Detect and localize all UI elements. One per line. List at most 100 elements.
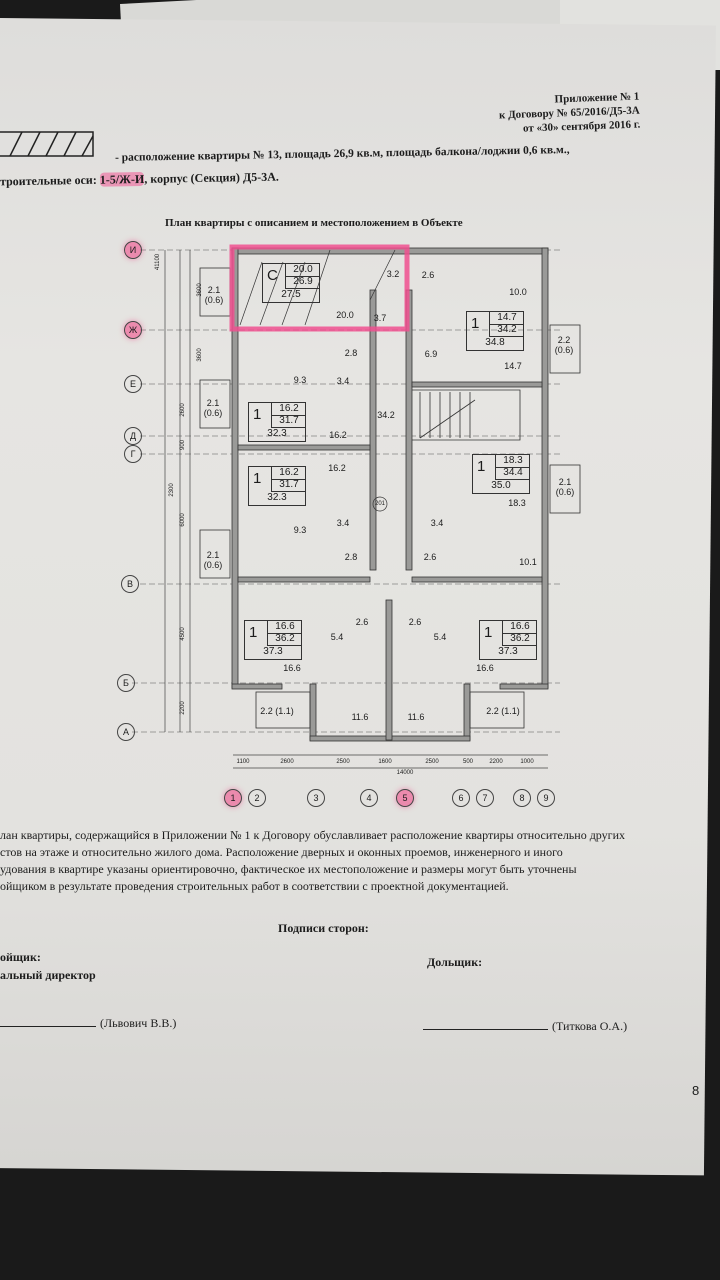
room-area: 5.4 [330, 632, 344, 642]
shareholder-name: (Титкова О.А.) [552, 1019, 628, 1033]
shareholder-signature: (Титкова О.А.) [423, 1019, 627, 1034]
vertical-dimension: 2300 [169, 483, 175, 497]
room-area: 20.0 [336, 310, 354, 320]
vertical-dimension: 900 [180, 439, 186, 451]
apartment-type: 1 [484, 624, 493, 641]
area-with-balcony: 32.3 [267, 492, 287, 503]
dimension: 2200 [489, 759, 503, 765]
room-area: 2.6 [421, 270, 435, 280]
room-area: 5.4 [433, 632, 447, 642]
vertical-dimension: 41100 [155, 253, 161, 271]
developer-position: альный директор [0, 968, 96, 982]
living-area: 16.2 [271, 403, 306, 416]
vertical-dimension: 2200 [180, 701, 186, 715]
axis-marker-2: 2 [248, 789, 266, 807]
axis-marker-zh: Ж [124, 321, 142, 339]
balcony-area: 2.1 (0.6) [555, 477, 575, 497]
highlighted-apartment-outline [229, 244, 410, 332]
living-area: 20.0 [285, 264, 320, 277]
axis-marker-i: И [124, 241, 142, 259]
total-area: 26.9 [285, 276, 320, 289]
total-area: 34.2 [489, 324, 524, 337]
developer-role: ойщик: [0, 950, 41, 964]
dimension: 500 [462, 759, 474, 765]
axis-marker-g: Г [124, 445, 142, 463]
balcony-area: 2.2 (1.1) [260, 706, 294, 716]
room-area: 16.6 [283, 663, 301, 673]
disclaimer-line: лан квартиры, содержащийся в Приложении … [0, 828, 625, 842]
room-area: 2.8 [344, 348, 358, 358]
apartment-type: 1 [253, 470, 262, 487]
total-area: 36.2 [267, 633, 302, 646]
living-area: 16.6 [267, 621, 302, 634]
plan-disclaimer: лан квартиры, содержащийся в Приложении … [0, 827, 700, 895]
page-number: 8 [692, 1083, 700, 1098]
axis-marker-7: 7 [476, 789, 494, 807]
living-area: 16.6 [502, 621, 537, 634]
room-area: 2.6 [408, 617, 422, 627]
room-area: 2.8 [344, 552, 358, 562]
dimension: 2500 [425, 759, 439, 765]
room-area: 9.3 [293, 375, 307, 385]
room-area: 10.1 [519, 557, 537, 567]
axis-marker-8: 8 [513, 789, 531, 807]
room-area: 9.3 [293, 525, 307, 535]
room-area: 2.6 [423, 552, 437, 562]
disclaimer-line: ойщиком в результате проведения строител… [0, 879, 509, 893]
room-area: 6.9 [424, 349, 438, 359]
area-with-balcony: 27.5 [281, 289, 301, 300]
axis-marker-9: 9 [537, 789, 555, 807]
disclaimer-line: удования в квартире указаны ориентировоч… [0, 862, 577, 876]
stair-mark: 201 [374, 501, 386, 507]
balcony-area: 2.1 (0.6) [203, 550, 223, 570]
dimension: 2600 [280, 759, 294, 765]
apartment-type: 1 [249, 624, 258, 641]
living-area: 16.2 [271, 467, 306, 480]
living-area: 14.7 [489, 312, 524, 325]
balcony-area: 2.2 (1.1) [486, 706, 520, 716]
axis-marker-b: Б [117, 674, 135, 692]
axis-marker-6: 6 [452, 789, 470, 807]
room-area: 2.6 [355, 617, 369, 627]
plan-title: План квартиры с описанием и местоположен… [165, 217, 463, 229]
disclaimer-line: стов на этаже и относительно жилого дома… [0, 845, 563, 859]
axis-marker-d: Д [124, 427, 142, 445]
axis-marker-v: В [121, 575, 139, 593]
room-area: 16.2 [328, 463, 346, 473]
vertical-dimension: 4500 [180, 627, 186, 641]
area-with-balcony: 34.8 [485, 337, 505, 348]
room-area: 3.7 [373, 313, 387, 323]
axis-marker-4: 4 [360, 789, 378, 807]
total-area: 31.7 [271, 415, 306, 428]
room-area: 16.2 [329, 430, 347, 440]
room-area: 34.2 [377, 410, 395, 420]
axis-marker-5: 5 [396, 789, 414, 807]
axis-marker-e: Е [124, 375, 142, 393]
total-dimension: 14000 [396, 770, 414, 776]
vertical-dimension: 3600 [197, 283, 203, 297]
shareholder-role: Дольщик: [427, 955, 483, 969]
room-area: 3.4 [336, 518, 350, 528]
living-area: 18.3 [495, 455, 530, 468]
total-area: 34.4 [495, 467, 530, 480]
area-with-balcony: 32.3 [267, 428, 287, 439]
developer-signature: (Львович В.В.) [0, 1016, 176, 1031]
balcony-area: 2.1 (0.6) [203, 398, 223, 418]
room-area: 11.6 [351, 712, 369, 722]
dimension: 2500 [336, 759, 350, 765]
balcony-area: 2.2 (0.6) [554, 335, 574, 355]
apartment-type: 1 [471, 315, 480, 332]
room-area: 3.4 [336, 376, 350, 386]
dimension: 1600 [378, 759, 392, 765]
developer-name: (Львович В.В.) [100, 1016, 177, 1030]
total-area: 31.7 [271, 479, 306, 492]
room-area: 3.4 [430, 518, 444, 528]
balcony-area: 2.1 (0.6) [204, 285, 224, 305]
total-area: 36.2 [502, 633, 537, 646]
